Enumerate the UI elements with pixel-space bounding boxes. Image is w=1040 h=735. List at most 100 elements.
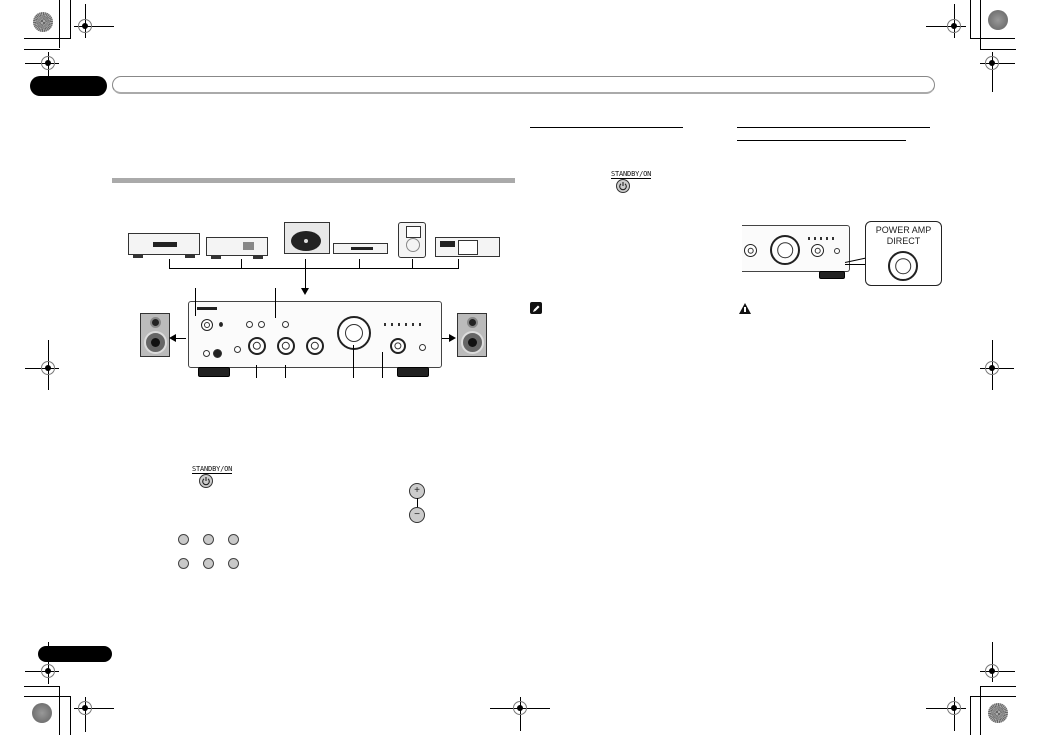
input-led [419, 323, 421, 326]
crop-mark [970, 696, 971, 735]
input-button-4 [178, 558, 189, 569]
input-led [405, 323, 407, 326]
standby-on-button [199, 474, 213, 488]
callout-line2: DIRECT [886, 236, 921, 246]
volume-up-button: + [409, 483, 425, 499]
crop-mark [980, 686, 1016, 687]
callout-line [195, 288, 196, 316]
input-indicator-right [258, 321, 265, 328]
power-amp-direct-small-button [219, 322, 223, 327]
input-button-3 [228, 534, 239, 545]
power-amp-direct-button [419, 344, 426, 351]
loudness-button [282, 321, 289, 328]
color-target-top-left [33, 12, 53, 32]
crop-mark [970, 38, 1015, 39]
input-led [820, 237, 822, 240]
crop-mark [70, 0, 71, 38]
input-led [832, 237, 834, 240]
callout-line [382, 352, 383, 378]
arrow-line [174, 338, 186, 339]
page-number-tab [38, 646, 112, 662]
registration-mark-icon [985, 664, 999, 678]
right-speaker-illustration [457, 313, 487, 357]
connection-line [241, 259, 242, 269]
standby-on-label: STANDBY/ON [192, 465, 233, 474]
power-amp-direct-button [834, 248, 840, 254]
connection-line [169, 268, 458, 269]
ipod-dock-illustration [398, 222, 426, 258]
power-icon [619, 182, 627, 191]
crop-mark [24, 686, 60, 687]
network-player-illustration [206, 237, 268, 259]
input-button-2 [203, 534, 214, 545]
registration-mark-icon [41, 664, 55, 678]
brand-logo [197, 307, 217, 310]
color-target-top-right [988, 10, 1008, 30]
note-icon [530, 302, 542, 314]
callout-line [285, 365, 286, 378]
input-button-5 [203, 558, 214, 569]
standby-button [203, 350, 210, 357]
color-target-bottom-right [988, 703, 1008, 723]
input-button-6 [228, 558, 239, 569]
registration-mark-icon [947, 19, 961, 33]
speakers-selector-knob [201, 319, 213, 331]
volume-knob [337, 316, 371, 350]
turntable-illustration [284, 222, 330, 254]
crop-mark [59, 0, 60, 48]
power-amp-direct-button-enlarged [888, 251, 918, 281]
crop-mark [926, 26, 966, 27]
input-led [412, 323, 414, 326]
arrow-right-icon [449, 334, 456, 342]
registration-mark-icon [947, 701, 961, 715]
amplifier-foot-left [198, 367, 230, 377]
input-led [384, 323, 386, 326]
caution-icon-mark [744, 307, 746, 312]
cassette-deck-illustration [435, 237, 500, 257]
amplifier-foot [819, 271, 845, 279]
chapter-tab [30, 76, 107, 96]
treble-knob [277, 337, 295, 355]
crop-mark [24, 696, 71, 697]
crop-mark [980, 0, 981, 49]
crop-mark [24, 49, 60, 50]
crop-mark [992, 52, 993, 92]
dvd-player-illustration [333, 243, 388, 254]
crop-mark [992, 642, 993, 682]
header-rail [112, 76, 935, 94]
connection-line [359, 259, 360, 269]
balance-knob [744, 244, 757, 257]
registration-mark-icon [78, 19, 92, 33]
amplifier-foot-right [397, 367, 429, 377]
callout-line [275, 288, 276, 318]
arrow-down-icon [301, 288, 309, 295]
registration-mark-icon [513, 701, 527, 715]
amplifier-front-panel [188, 301, 442, 368]
crop-mark [970, 696, 1016, 697]
amplifier-detail-illustration [742, 225, 850, 272]
input-led [398, 323, 400, 326]
input-selector-knob [811, 244, 824, 257]
registration-mark-icon [41, 361, 55, 375]
section-heading-bar [112, 178, 515, 183]
input-button-1 [178, 534, 189, 545]
crop-mark [48, 642, 49, 684]
color-target-bottom-left [32, 703, 52, 723]
volume-link-line [417, 498, 418, 508]
crop-mark [70, 696, 71, 735]
registration-mark-icon [985, 361, 999, 375]
crop-mark [926, 708, 966, 709]
input-led [814, 237, 816, 240]
registration-mark-icon [985, 56, 999, 70]
bass-knob [248, 337, 266, 355]
arrow-line [441, 338, 451, 339]
volume-down-button: − [409, 507, 425, 523]
crop-mark [24, 38, 71, 39]
volume-knob [770, 235, 800, 265]
registration-mark-icon [78, 701, 92, 715]
balance-knob [306, 337, 324, 355]
crop-mark [74, 708, 114, 709]
input-led [391, 323, 393, 326]
power-amp-direct-callout: POWER AMP DIRECT [865, 221, 942, 286]
left-speaker-illustration [140, 313, 170, 357]
